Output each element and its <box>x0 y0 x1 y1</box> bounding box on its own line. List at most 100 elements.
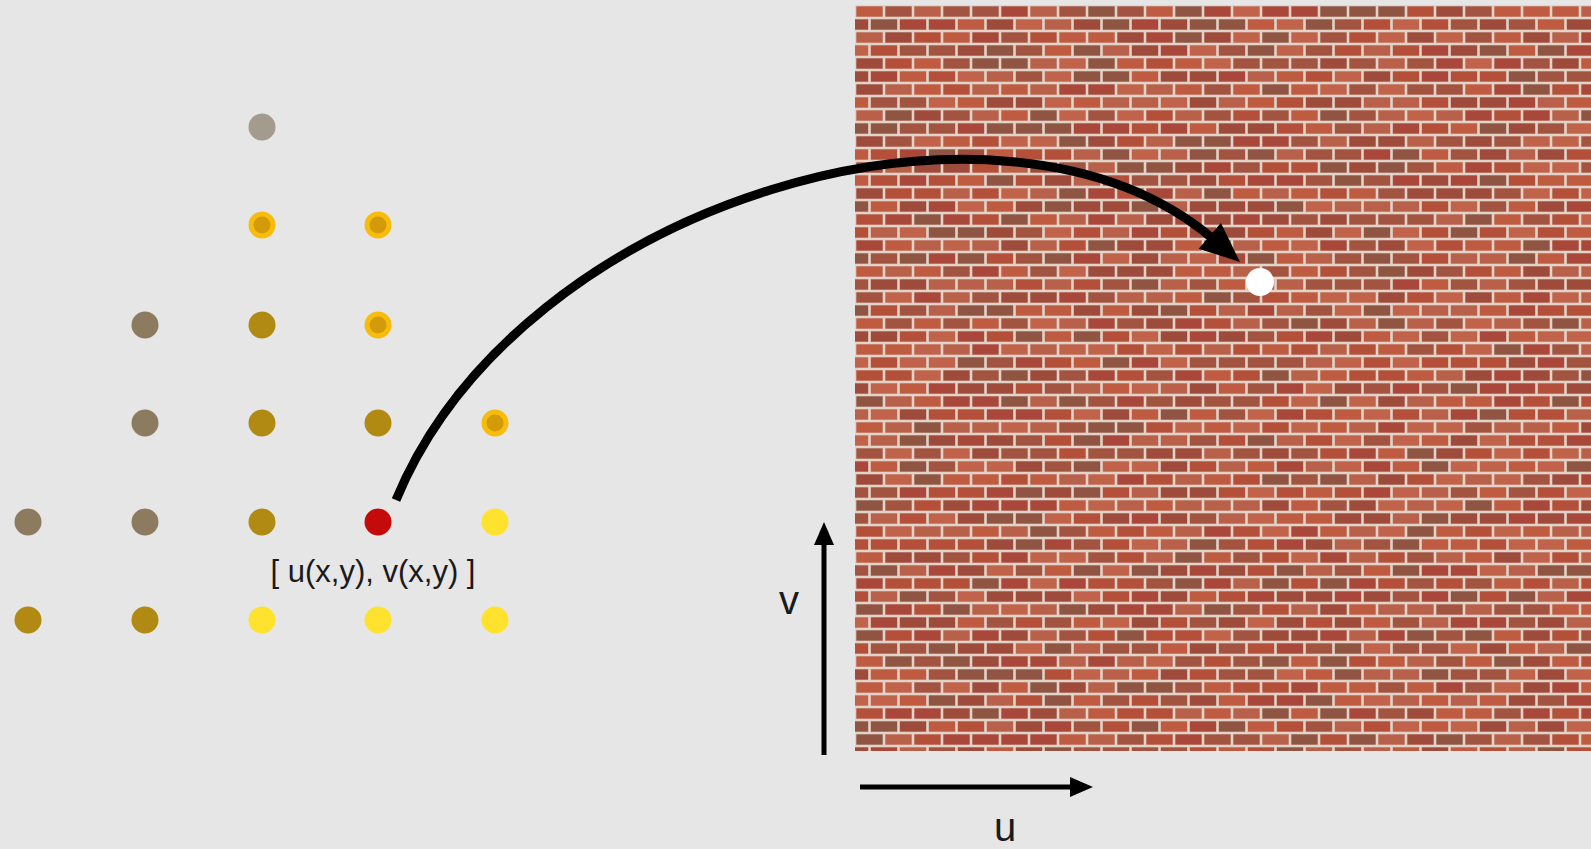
brick <box>1146 58 1172 68</box>
brick <box>1349 162 1375 172</box>
brick <box>1436 214 1462 224</box>
brick <box>1291 734 1317 744</box>
brick <box>1204 110 1230 120</box>
brick <box>1436 266 1462 276</box>
brick <box>1291 630 1317 640</box>
brick <box>1161 71 1187 81</box>
brick <box>1349 682 1375 692</box>
brick <box>1132 721 1158 731</box>
brick <box>1132 45 1158 55</box>
brick <box>1567 461 1591 471</box>
brick <box>1581 370 1591 380</box>
v-axis <box>822 540 827 755</box>
brick <box>943 474 969 484</box>
brick <box>1320 448 1346 458</box>
brick <box>1480 513 1506 523</box>
brick <box>1262 162 1288 172</box>
brick <box>1074 227 1100 237</box>
brick <box>1320 630 1346 640</box>
brick <box>1451 149 1477 159</box>
brick <box>856 344 882 354</box>
brick <box>1509 19 1535 29</box>
brick <box>1190 565 1216 575</box>
brick <box>1233 240 1259 250</box>
brick <box>1190 357 1216 367</box>
brick <box>1393 227 1419 237</box>
brick <box>871 357 897 367</box>
brick <box>1494 396 1520 406</box>
brick <box>1088 500 1114 510</box>
brick <box>1306 695 1332 705</box>
brick <box>1161 149 1187 159</box>
brick <box>1262 656 1288 666</box>
brick <box>1277 227 1303 237</box>
brick <box>1262 188 1288 198</box>
brick <box>1436 84 1462 94</box>
brick <box>1335 565 1361 575</box>
brick <box>1103 357 1129 367</box>
brick <box>1132 253 1158 263</box>
brick <box>1291 188 1317 198</box>
brick <box>943 214 969 224</box>
brick <box>1451 45 1477 55</box>
brick <box>929 747 955 751</box>
brick <box>943 682 969 692</box>
brick <box>972 630 998 640</box>
brick <box>1509 123 1535 133</box>
brick <box>1117 318 1143 328</box>
brick <box>1219 669 1245 679</box>
brick <box>1074 539 1100 549</box>
brick <box>1262 344 1288 354</box>
brick <box>1117 396 1143 406</box>
brick <box>958 201 984 211</box>
brick <box>1074 747 1100 751</box>
brick <box>1494 370 1520 380</box>
brick <box>1378 318 1404 328</box>
brick <box>987 721 1013 731</box>
pixel-dot <box>365 607 392 634</box>
brick <box>1509 487 1535 497</box>
brick <box>1378 344 1404 354</box>
brick <box>1175 422 1201 432</box>
brick <box>871 123 897 133</box>
brick <box>1088 474 1114 484</box>
brick <box>1190 643 1216 653</box>
brick <box>871 591 897 601</box>
brick <box>1016 97 1042 107</box>
brick <box>1320 240 1346 250</box>
brick <box>1465 396 1491 406</box>
brick <box>1567 45 1591 55</box>
brick <box>1103 227 1129 237</box>
brick <box>1190 695 1216 705</box>
brick <box>1277 149 1303 159</box>
brick <box>1581 110 1591 120</box>
brick <box>1494 526 1520 536</box>
brick <box>1175 656 1201 666</box>
brick <box>1059 474 1085 484</box>
brick <box>1001 500 1027 510</box>
brick <box>1190 175 1216 185</box>
brick <box>1306 253 1332 263</box>
brick <box>958 331 984 341</box>
brick <box>1451 331 1477 341</box>
pixel-dot <box>132 509 159 536</box>
brick <box>1306 19 1332 29</box>
brick <box>1291 344 1317 354</box>
brick <box>1320 578 1346 588</box>
brick <box>1349 474 1375 484</box>
brick <box>1132 591 1158 601</box>
brick <box>1219 695 1245 705</box>
brick <box>1030 6 1056 16</box>
brick <box>1074 721 1100 731</box>
brick <box>1335 175 1361 185</box>
brick <box>929 19 955 29</box>
brick <box>1378 110 1404 120</box>
brick <box>1262 32 1288 42</box>
brick <box>958 71 984 81</box>
brick <box>1422 149 1448 159</box>
brick <box>855 97 868 107</box>
brick <box>1320 266 1346 276</box>
brick <box>1523 578 1549 588</box>
brick <box>1552 84 1578 94</box>
brick <box>1146 500 1172 510</box>
